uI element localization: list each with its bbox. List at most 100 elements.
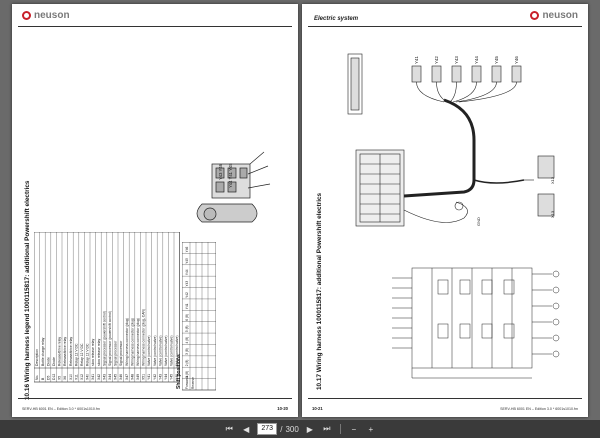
footer-rule (18, 398, 292, 399)
previous-page-button[interactable]: ◀ (240, 423, 252, 435)
legend-cell-no: X43 (102, 374, 106, 380)
legend-cell-no: X12 (80, 374, 84, 380)
viewer-toolbar: ⏮ ◀ 273 / 300 ▶ ⏭ − + (0, 420, 600, 438)
shift-positions-title: Shift positions (176, 354, 182, 389)
shift-header-cell: Y44 (185, 269, 189, 275)
legend-cell-description: Release/drive relay (58, 337, 62, 366)
legend-cell-description: Signal processor (powershift control) (108, 311, 112, 366)
zoom-in-icon: + (368, 424, 374, 434)
neuson-logo-mark (530, 11, 540, 20)
zoom-out-button[interactable]: − (348, 423, 360, 435)
legend-cell-description: Relay 12 V DC (74, 343, 78, 366)
footer-text: SERV-HB 6001 EN – Edition 3.0 * 6001s101… (22, 407, 100, 411)
legend-cell-description: Valve (control valve) (164, 336, 168, 366)
legend-cell-description: Signal processor (powershift control) (102, 311, 106, 366)
next-page-button[interactable]: ▶ (304, 423, 316, 435)
legend-cell-description: Relay 12 V DC (86, 343, 90, 366)
legend-cell-no: Y46 (175, 374, 179, 380)
header-rule (18, 26, 292, 27)
first-page-icon: ⏮ (225, 424, 233, 433)
legend-cell-no: X42 (97, 374, 101, 380)
connector-label-y42: Y42 (434, 56, 439, 64)
legend-cell-no: Y41 (147, 374, 151, 380)
diagram-label-2: Y44 Y41 Y45 (228, 163, 233, 188)
legend-cell-no: X47 (125, 374, 129, 380)
legend-cell-no: X44 (108, 374, 112, 380)
current-page-input[interactable]: 273 (257, 423, 278, 435)
legend-cell-no: X10 (69, 374, 73, 380)
legend-cell-no: X51 (142, 374, 146, 380)
legend-cell-description: Wiring harness connector (plug) (130, 318, 134, 366)
zoom-in-button[interactable]: + (365, 423, 377, 435)
section-title: 10.17 Wiring harness 1000115817: additio… (316, 192, 323, 390)
toolbar-separator (339, 424, 341, 434)
shift-header-cell: 5 (8) (185, 326, 189, 333)
legend-cell-no: X45 (114, 374, 118, 380)
document-viewer: neuson 10.16 Wiring harness legend 10001… (0, 0, 600, 420)
shift-header-cell: 6 (8) (185, 314, 189, 321)
wiring-harness-drawing (347, 53, 555, 227)
legend-cell-no: X49 (136, 374, 140, 380)
legend-cell-description: Diode (46, 357, 50, 366)
legend-cell-no: D12 (52, 374, 56, 380)
legend-cell-no: Y45 (170, 374, 174, 380)
shift-header-cell: 4 (8) (185, 337, 189, 344)
legend-cell-description: Valve (control valve) (147, 336, 151, 366)
legend-cell-description: Diode (52, 357, 56, 366)
legend-cell-no: D5 (46, 376, 50, 380)
connector-label-y43: Y43 (454, 56, 459, 64)
total-pages: 300 (285, 424, 299, 434)
footer-rule (308, 398, 582, 399)
legend-cell-no: B (41, 377, 45, 380)
legend-cell-description: Valve (control valve) (170, 336, 174, 366)
connector-label-y45: Y45 (494, 56, 499, 64)
shift-reverse-label: Reverse (191, 377, 195, 389)
legend-cell-description: Release/drive relay (69, 337, 73, 366)
neuson-logo: neuson (530, 10, 578, 21)
connector-label-y44: Y44 (474, 56, 479, 64)
section-title: 10.16 Wiring harness legend 1000115817: … (24, 180, 31, 400)
legend-cell-no: X46 (119, 374, 123, 380)
legend-cell-description: slow release relay (91, 339, 95, 366)
legend-cell-description: Wiring harness connector (plug) (125, 318, 129, 366)
legend-header-no: No. (35, 375, 39, 380)
page-indicator: 273 / 300 (257, 423, 299, 435)
connector-label-y46: Y46 (514, 56, 519, 64)
legend-cell-no: X48 (130, 374, 134, 380)
circuit-schematic (392, 267, 560, 379)
legend-cell-description: Wiring harness connector (plug, CAN) (142, 309, 146, 366)
legend-cell-description: Valve (control valve) (158, 336, 162, 366)
legend-cell-description: Release/drive relay (63, 337, 67, 366)
header-title: Electric system (314, 16, 359, 22)
legend-cell-no: Y43 (158, 374, 162, 380)
legend-cell-description: Signal processor (119, 340, 123, 366)
neuson-logo: neuson (22, 10, 70, 21)
legend-cell-no: X41 (91, 374, 95, 380)
legend-cell-no: X11 (74, 374, 78, 380)
legend-cell-description: Wiring harness connector (plug) (136, 318, 140, 366)
logo-text: neuson (542, 10, 578, 21)
last-page-button[interactable]: ⏭ (321, 423, 333, 435)
legend-cell-no: Y42 (153, 374, 157, 380)
legend-cell-no: X40 (86, 374, 90, 380)
diagram-label-1: Y43 Y46 (218, 164, 223, 180)
legend-cell-description: slow release relay (97, 339, 101, 366)
legend-cell-description: Bottle charge relay (41, 337, 45, 366)
previous-page-icon: ◀ (243, 424, 250, 434)
page-right: Electric system neuson 10.17 Wiring harn… (302, 4, 588, 417)
page-number: 10-21 (312, 406, 323, 411)
page-number: 10-20 (277, 406, 288, 411)
legend-cell-description: Signal processor (114, 340, 118, 366)
neuson-logo-mark (22, 11, 31, 20)
next-page-icon: ▶ (306, 424, 313, 434)
first-page-button[interactable]: ⏮ (223, 423, 235, 435)
header-rule (308, 26, 582, 27)
shift-header-cell: 3 (8) (185, 348, 189, 355)
shift-header-cell: Y43 (185, 281, 189, 287)
connector-label-y41: Y41 (414, 56, 419, 64)
valve-block-drawing (196, 151, 271, 223)
zoom-out-icon: − (351, 424, 357, 434)
shift-header-cell: Forwards (185, 375, 189, 389)
legend-cell-no: X5 (58, 376, 62, 380)
